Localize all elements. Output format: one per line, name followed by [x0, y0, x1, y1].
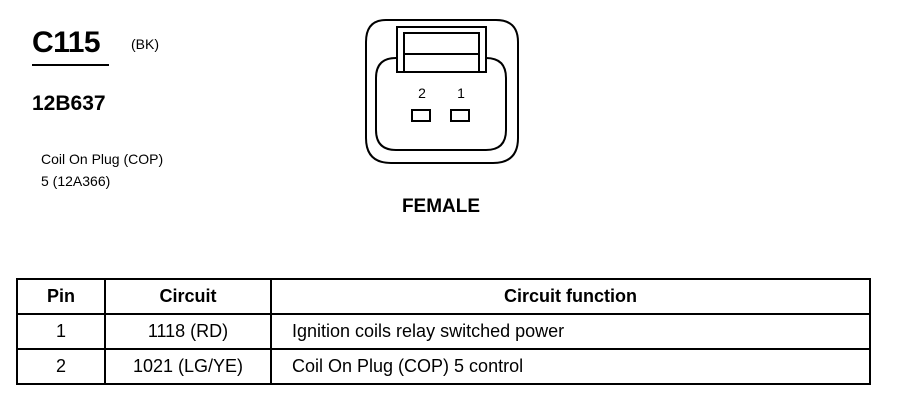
pin-cavity-2	[411, 109, 431, 122]
connector-color-code: (BK)	[131, 36, 159, 52]
column-header-circuit: Circuit	[104, 278, 272, 315]
table-row: 1 1118 (RD) Ignition coils relay switche…	[16, 313, 871, 350]
connector-description-line-1: Coil On Plug (COP)	[41, 151, 164, 167]
circuit-function-cell: Coil On Plug (COP) 5 control	[270, 348, 871, 385]
pin-label-2: 2	[418, 85, 426, 101]
pin-circuit-table: Pin Circuit Circuit function 1 1118 (RD)…	[16, 278, 871, 385]
table-row: 2 1021 (LG/YE) Coil On Plug (COP) 5 cont…	[16, 348, 871, 385]
pin-cell: 2	[16, 348, 106, 385]
table-header-row: Pin Circuit Circuit function	[16, 278, 871, 315]
pin-cell: 1	[16, 313, 106, 350]
circuit-cell: 1021 (LG/YE)	[104, 348, 272, 385]
title-underline	[32, 64, 109, 66]
circuit-function-cell: Ignition coils relay switched power	[270, 313, 871, 350]
connector-outer-housing	[365, 19, 519, 164]
connector-gender-label: FEMALE	[401, 196, 481, 217]
circuit-cell: 1118 (RD)	[104, 313, 272, 350]
connector-inner-housing	[375, 57, 507, 151]
connector-id: C115	[32, 26, 101, 59]
pin-cavity-1	[450, 109, 470, 122]
column-header-pin: Pin	[16, 278, 106, 315]
connector-latch-inner	[403, 32, 480, 73]
part-number: 12B637	[32, 92, 106, 115]
column-header-circuit-function: Circuit function	[270, 278, 871, 315]
connector-face-drawing: 2 1	[365, 19, 519, 164]
pin-label-1: 1	[457, 85, 465, 101]
connector-description-line-2: 5 (12A366)	[41, 173, 111, 189]
